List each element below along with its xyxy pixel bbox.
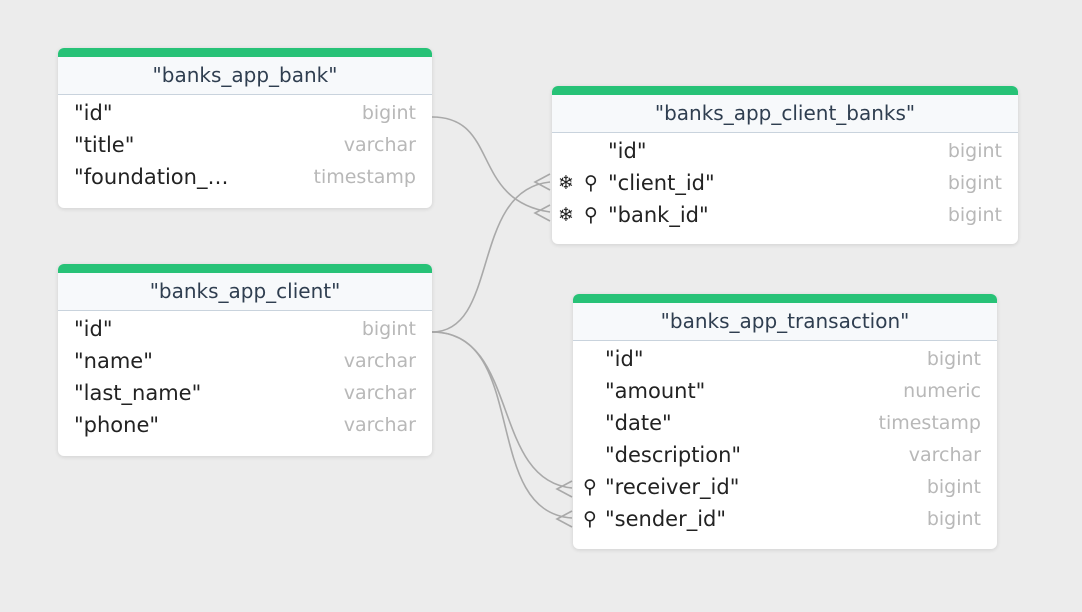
table-title: "banks_app_bank" bbox=[58, 57, 432, 95]
column-name: "date" bbox=[605, 411, 672, 435]
column-row[interactable]: "amount" numeric bbox=[573, 375, 997, 407]
crowsfoot-client-id bbox=[533, 173, 551, 191]
column-row[interactable]: "last_name" varchar bbox=[58, 377, 432, 409]
column-name: "id" bbox=[608, 139, 647, 163]
column-name: "foundation_… bbox=[74, 165, 229, 189]
connector-client-to-receiver bbox=[431, 331, 573, 489]
column-type: bigint bbox=[947, 204, 1002, 226]
column-row[interactable]: "phone" varchar bbox=[58, 409, 432, 441]
column-row[interactable]: "id" bigint bbox=[552, 135, 1018, 167]
crowsfoot-sender-id bbox=[555, 510, 573, 528]
column-type: numeric bbox=[903, 380, 981, 402]
column-name: "last_name" bbox=[74, 381, 202, 405]
column-row[interactable]: ❄ ⚲ "bank_id" bigint bbox=[552, 199, 1018, 231]
column-type: varchar bbox=[343, 414, 416, 436]
snowflake-icon: ❄ bbox=[558, 204, 574, 226]
column-name: "receiver_id" bbox=[605, 475, 740, 499]
connector-client-to-client-banks bbox=[431, 181, 551, 333]
table-accent-bar bbox=[552, 86, 1018, 95]
column-name: "amount" bbox=[605, 379, 706, 403]
snowflake-icon: ❄ bbox=[558, 172, 574, 194]
column-type: bigint bbox=[926, 348, 981, 370]
table-banks-app-client[interactable]: "banks_app_client" "id" bigint "name" va… bbox=[58, 264, 432, 456]
column-row[interactable]: "description" varchar bbox=[573, 439, 997, 471]
column-name: "description" bbox=[605, 443, 742, 467]
key-icon: ⚲ bbox=[583, 476, 597, 498]
column-name: "id" bbox=[74, 101, 113, 125]
table-title: "banks_app_client_banks" bbox=[552, 95, 1018, 133]
column-type: bigint bbox=[361, 102, 416, 124]
column-row[interactable]: ❄ ⚲ "client_id" bigint bbox=[552, 167, 1018, 199]
column-row[interactable]: "foundation_… timestamp bbox=[58, 161, 432, 193]
column-row[interactable]: "name" varchar bbox=[58, 345, 432, 377]
column-row[interactable]: "date" timestamp bbox=[573, 407, 997, 439]
table-accent-bar bbox=[58, 264, 432, 273]
column-type: varchar bbox=[343, 350, 416, 372]
column-row[interactable]: "id" bigint bbox=[58, 97, 432, 129]
column-name: "name" bbox=[74, 349, 153, 373]
column-type: varchar bbox=[343, 382, 416, 404]
column-name: "id" bbox=[605, 347, 644, 371]
column-type: timestamp bbox=[878, 412, 982, 434]
connector-bank-to-client-banks bbox=[431, 116, 551, 213]
column-row[interactable]: "id" bigint bbox=[58, 313, 432, 345]
table-banks-app-client-banks[interactable]: "banks_app_client_banks" "id" bigint ❄ ⚲… bbox=[552, 86, 1018, 244]
connector-client-to-sender bbox=[431, 331, 573, 519]
column-name: "bank_id" bbox=[608, 203, 709, 227]
table-banks-app-transaction[interactable]: "banks_app_transaction" "id" bigint "amo… bbox=[573, 294, 997, 549]
column-row[interactable]: ⚲ "sender_id" bigint bbox=[573, 503, 997, 535]
column-name: "id" bbox=[74, 317, 113, 341]
column-type: bigint bbox=[926, 476, 981, 498]
table-title: "banks_app_client" bbox=[58, 273, 432, 311]
key-icon: ⚲ bbox=[584, 204, 598, 226]
column-type: timestamp bbox=[313, 166, 417, 188]
table-title: "banks_app_transaction" bbox=[573, 303, 997, 341]
key-icon: ⚲ bbox=[583, 508, 597, 530]
column-row[interactable]: "id" bigint bbox=[573, 343, 997, 375]
column-name: "phone" bbox=[74, 413, 160, 437]
table-accent-bar bbox=[573, 294, 997, 303]
column-name: "sender_id" bbox=[605, 507, 727, 531]
column-name: "client_id" bbox=[608, 171, 715, 195]
column-type: bigint bbox=[361, 318, 416, 340]
key-icon: ⚲ bbox=[584, 172, 598, 194]
column-type: bigint bbox=[947, 172, 1002, 194]
table-banks-app-bank[interactable]: "banks_app_bank" "id" bigint "title" var… bbox=[58, 48, 432, 208]
table-accent-bar bbox=[58, 48, 432, 57]
column-row[interactable]: "title" varchar bbox=[58, 129, 432, 161]
crowsfoot-receiver-id bbox=[555, 480, 573, 498]
crowsfoot-bank-id bbox=[533, 204, 551, 222]
column-type: varchar bbox=[343, 134, 416, 156]
column-type: varchar bbox=[908, 444, 981, 466]
column-row[interactable]: ⚲ "receiver_id" bigint bbox=[573, 471, 997, 503]
column-type: bigint bbox=[947, 140, 1002, 162]
column-name: "title" bbox=[74, 133, 135, 157]
column-type: bigint bbox=[926, 508, 981, 530]
